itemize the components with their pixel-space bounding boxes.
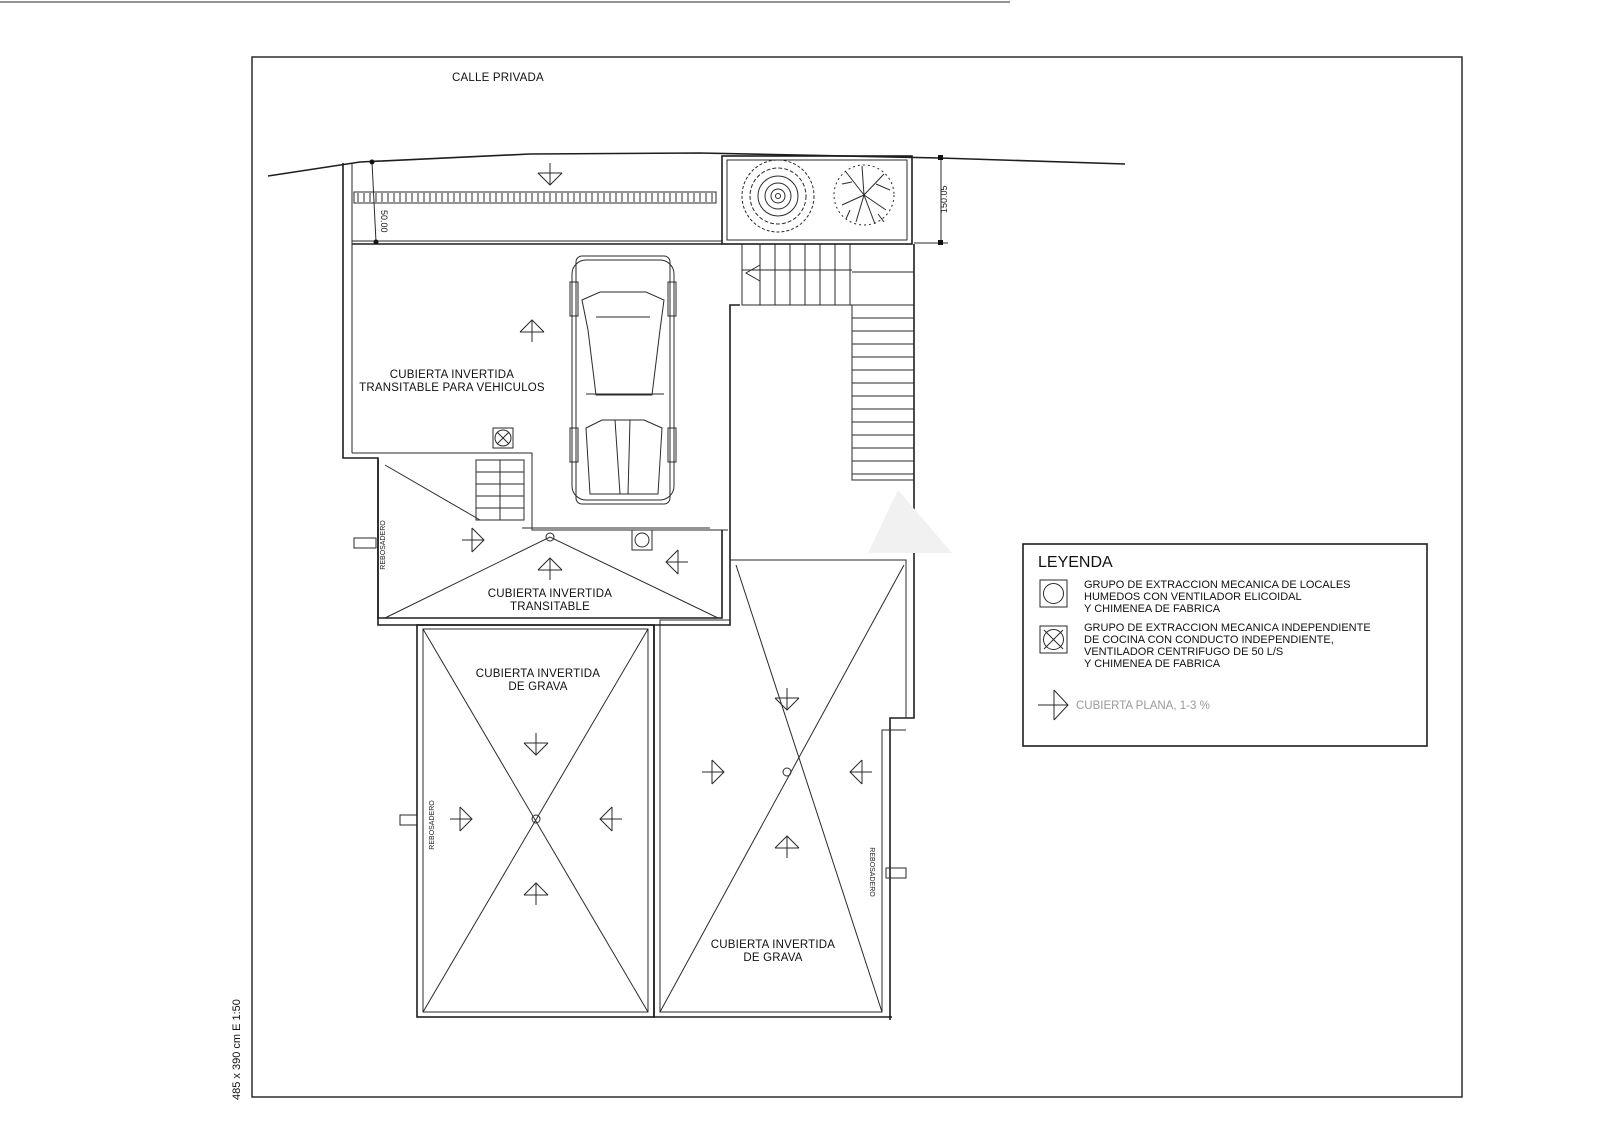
overflow-label: REBOSADERO bbox=[868, 847, 875, 897]
vehicle-area-border bbox=[352, 452, 728, 531]
legend-item-1-line-1: GRUPO DE EXTRACCION MECANICA DE LOCALES bbox=[1084, 579, 1351, 591]
legend-item-2-line-1: GRUPO DE EXTRACCION MECANICA INDEPENDIEN… bbox=[1084, 622, 1371, 634]
roof-label-gravel-left-1: CUBIERTA INVERTIDA bbox=[476, 668, 601, 680]
overflow-label: REBOSADERO bbox=[380, 520, 387, 570]
roof-label-vehicle-1: CUBIERTA INVERTIDA bbox=[390, 369, 515, 381]
legend-item-2-line-2: DE COCINA CON CONDUCTO INDEPENDIENTE, bbox=[1084, 634, 1334, 646]
legend-item-2-line-3: VENTILADOR CENTRIFUGO DE 50 L/S bbox=[1084, 646, 1283, 658]
drainage-grate bbox=[357, 193, 713, 202]
kitchen-extraction-icon bbox=[1039, 625, 1068, 654]
legend-item-2-line-4: Y CHIMENEA DE FABRICA bbox=[1084, 658, 1221, 670]
walkable-roof-border bbox=[377, 460, 723, 619]
street-label: CALLE PRIVADA bbox=[452, 72, 544, 84]
planter-box bbox=[721, 155, 913, 245]
roof-label-gravel-right-2: DE GRAVA bbox=[743, 952, 802, 964]
car-icon bbox=[569, 255, 677, 505]
tree-icon bbox=[741, 159, 815, 233]
slope-arrow-icon bbox=[1038, 689, 1069, 721]
roof-label-walkable-2: TRANSITABLE bbox=[510, 601, 590, 613]
roof-label-gravel-left-2: DE GRAVA bbox=[508, 681, 567, 693]
planter-box-inner bbox=[726, 159, 908, 241]
roof-label-gravel-right-1: CUBIERTA INVERTIDA bbox=[711, 939, 836, 951]
scale-note: 485 x 390 cm E 1:50 bbox=[231, 999, 243, 1100]
drainage-channel bbox=[353, 191, 717, 204]
street-edge bbox=[267, 152, 1126, 177]
humid-extraction-icon bbox=[1039, 579, 1068, 608]
humid-extraction-icon bbox=[631, 529, 653, 551]
overflow-label: REBOSADERO bbox=[429, 800, 436, 850]
stair-arrow bbox=[744, 264, 761, 282]
legend-title: LEYENDA bbox=[1038, 554, 1113, 571]
legend-item-3-line-1: CUBIERTA PLANA, 1-3 % bbox=[1076, 700, 1210, 712]
legend-item-1-line-2: HUMEDOS CON VENTILADOR ELICOIDAL bbox=[1084, 591, 1302, 603]
roof-label-vehicle-2: TRANSITABLE PARA VEHICULOS bbox=[359, 382, 545, 394]
faint-triangle bbox=[868, 490, 952, 553]
gravel-roof-right bbox=[653, 625, 892, 1018]
dim-right: 150.05 bbox=[939, 185, 949, 213]
tree-icon bbox=[833, 164, 895, 226]
roof-label-walkable-1: CUBIERTA INVERTIDA bbox=[488, 588, 613, 600]
sheet-frame bbox=[251, 56, 1463, 1098]
legend-item-1-line-3: Y CHIMENEA DE FABRICA bbox=[1084, 603, 1221, 615]
dim-line-left bbox=[371, 161, 377, 243]
small-stair bbox=[475, 459, 525, 521]
kitchen-extraction-icon bbox=[492, 427, 514, 449]
plot-outline-upper bbox=[342, 163, 740, 626]
dim-left: 50.00 bbox=[379, 210, 389, 233]
legend-box: LEYENDA GRUPO DE EXTRACCION MECANICA DE … bbox=[1022, 543, 1428, 747]
staircase bbox=[741, 244, 915, 1020]
